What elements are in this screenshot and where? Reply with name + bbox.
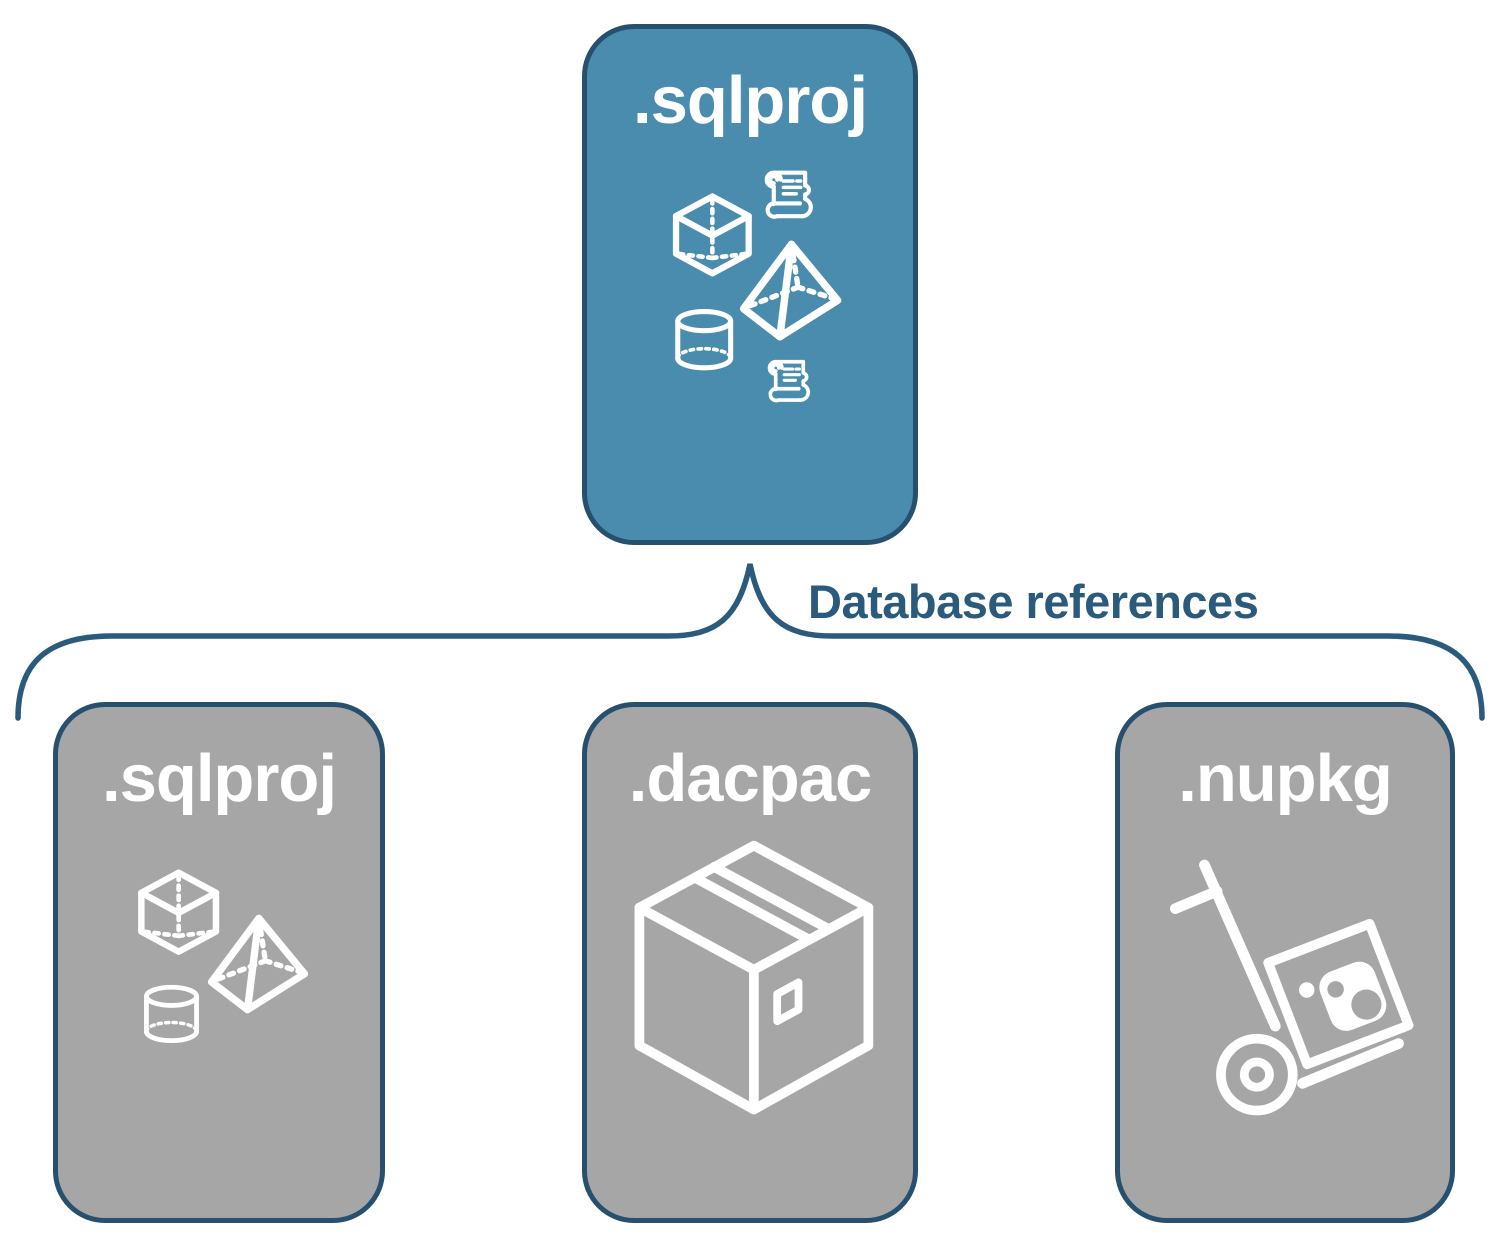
child-card-nupkg: .nupkg [1115,702,1455,1223]
package-outline [1263,918,1414,1070]
cylinder-icon [146,987,196,1040]
child-card-title: .nupkg [1178,741,1393,816]
scroll-icon [767,173,811,217]
cube-icon [676,196,749,273]
handtruck-wheel-outer [1216,1033,1298,1116]
handtruck-handle-crossbar [1169,885,1223,914]
child-card-sqlproj: .sqlproj [53,702,385,1223]
nuget-hand-truck-icon [1169,859,1414,1116]
child-card-title: .dacpac [628,741,873,816]
brace-path [15,563,1485,721]
nuget-logo [1298,961,1387,1031]
pyramid-icon [212,918,305,1009]
package-box-icon [634,840,874,1115]
root-card-title: .sqlproj [633,63,868,138]
child-card-title: .sqlproj [102,741,337,816]
handtruck-wheel-hub [1239,1057,1274,1092]
handtruck-base-plate [1297,1038,1404,1089]
dacpac-icon-cluster [634,840,874,1115]
cylinder-icon [678,312,731,368]
connector-label: Database references [808,575,1259,628]
scroll-icon [767,359,811,403]
root-card-sqlproj: .sqlproj [582,24,918,545]
cube-icon [141,873,216,952]
pyramid-icon [744,244,838,336]
nupkg-icon-cluster [1169,859,1414,1116]
child-card-dacpac: .dacpac [582,702,918,1223]
